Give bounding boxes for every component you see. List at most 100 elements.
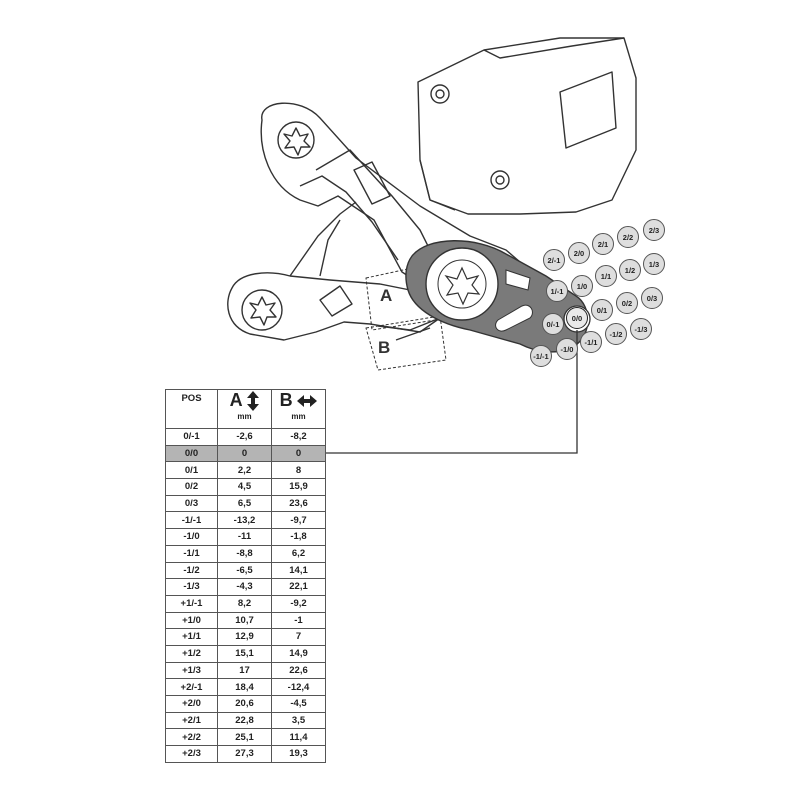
cell-a: 22,8 [217,711,272,730]
cell-pos: +1/2 [165,644,218,663]
cell-pos: +1/0 [165,611,218,630]
lever-line-b2 [395,327,431,341]
cell-pos: 0/2 [165,478,218,496]
position-bubble: 1/0 [571,275,593,297]
gear-inner [437,259,487,309]
cell-pos: +1/-1 [165,594,218,613]
position-bubble: 0/-1 [542,313,564,335]
table-header-row: POS A mm B mm [165,389,326,429]
cell-a: 20,6 [217,695,272,713]
cell-b: -9,2 [271,594,326,613]
cell-b: 3,5 [271,711,326,730]
cell-a: -8,8 [217,544,272,563]
arm-window [495,304,533,332]
callout-line [325,330,578,454]
cell-b: -1,8 [271,528,326,546]
cell-b: 11,4 [271,728,326,747]
position-bubble: -1/2 [605,323,627,345]
cell-pos: -1/0 [165,528,218,546]
position-bubble: -1/0 [556,338,578,360]
lever-line-b [377,317,441,331]
cell-b: 15,9 [271,478,326,496]
position-bubble: -1/-1 [530,345,552,367]
position-bubble: 2/2 [617,226,639,248]
cell-a: 10,7 [217,611,272,630]
upper-hanger-slot [353,161,391,205]
cell-a: 25,1 [217,728,272,747]
cell-b: -9,7 [271,511,326,530]
position-bubble: 1/2 [619,259,641,281]
table-row: -1/0-11-1,8 [165,528,326,546]
cell-a: 12,9 [217,628,272,646]
horizontal-arrow-icon [297,394,318,407]
cell-a: 15,1 [217,644,272,663]
cell-b: 23,6 [271,494,326,513]
cell-a: 18,4 [217,678,272,696]
upper-hanger-rib-2 [299,175,399,261]
position-bubble: -1/1 [580,331,602,353]
cell-pos: 0/-1 [165,428,218,446]
cell-pos: 0/0 [165,444,218,463]
cell-b: 6,2 [271,544,326,563]
torx-gear [444,266,481,306]
cell-a: 27,3 [217,745,272,763]
cell-b: 22,1 [271,578,326,596]
cell-a: 8,2 [217,594,272,613]
cell-pos: +2/3 [165,745,218,763]
position-bubble: 0/1 [591,299,613,321]
frame-plate-inner-edge [483,37,625,59]
cell-a: -6,5 [217,561,272,580]
position-bubble: 0/2 [616,292,638,314]
unit-a: mm [237,412,252,421]
cell-a: 4,5 [217,478,272,496]
cell-pos: +2/-1 [165,678,218,696]
cell-pos: +1/3 [165,661,218,680]
zone-a-label: A [380,286,393,305]
zone-b-box [365,315,447,371]
zone-b-label: B [378,338,391,357]
position-bubble: 2/1 [592,233,614,255]
frame-plate-front-edge [419,159,456,211]
frame-plate-outline [417,37,637,215]
position-bubble-selected: 0/0 [566,307,588,329]
position-bubble: 2/3 [643,219,665,241]
position-bubble: 0/3 [641,287,663,309]
vertical-arrow-icon [247,390,260,411]
cell-pos: 0/1 [165,461,218,480]
cell-pos: -1/2 [165,561,218,580]
header-a: A mm [217,389,272,429]
torx-lower-ring [241,289,283,331]
cell-pos: +2/1 [165,711,218,730]
position-bubble: 1/3 [643,253,665,275]
cell-b: -1 [271,611,326,630]
torx-upper-ring [277,121,315,159]
cell-pos: +2/2 [165,728,218,747]
torx-upper [283,127,311,156]
position-bubble: 1/1 [595,265,617,287]
cell-b: -12,4 [271,678,326,696]
cell-a: -2,6 [217,428,272,446]
cell-b: -8,2 [271,428,326,446]
cell-b: 7 [271,628,326,646]
cell-b: 0 [271,444,326,463]
torx-lower [249,296,277,326]
unit-b: mm [291,412,306,421]
bolt-lower [490,170,510,190]
position-bubble: 2/0 [568,242,590,264]
cell-b: -4,5 [271,695,326,713]
bolt-upper [430,84,450,104]
cell-a: 6,5 [217,494,272,513]
lower-hanger-rib-2 [319,219,341,277]
cell-a: -4,3 [217,578,272,596]
